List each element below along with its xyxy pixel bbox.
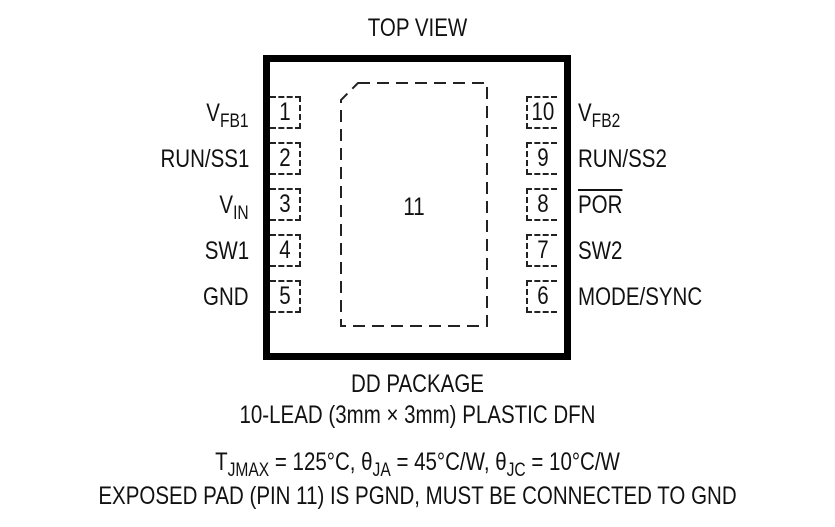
pin-label-gnd: GND [203, 283, 249, 311]
pin-1: 1 [270, 96, 301, 129]
pin-5: 5 [270, 280, 301, 313]
pin-10: 10 [526, 96, 557, 129]
pin-label-run-ss2: RUN/SS2 [578, 145, 667, 173]
exposed-pad-note: EXPOSED PAD (PIN 11) IS PGND, MUST BE CO… [98, 482, 737, 510]
pin-4: 4 [270, 234, 301, 267]
pin-label-vfb1: VFB1 [206, 99, 249, 132]
pin-label-por: POR [578, 191, 623, 219]
package-description: 10-LEAD (3mm × 3mm) PLASTIC DFN [239, 401, 596, 429]
exposed-pad-number: 11 [403, 193, 425, 221]
pin-3: 3 [270, 188, 301, 221]
pin-label-sw1: SW1 [204, 237, 249, 265]
pin-8: 8 [526, 188, 557, 221]
pin-9: 9 [526, 142, 557, 175]
pin-label-vin: VIN [219, 191, 249, 224]
pin-label-sw2: SW2 [578, 237, 623, 265]
pin-label-mode-sync: MODE/SYNC [578, 283, 703, 311]
pin-label-vfb2: VFB2 [578, 99, 621, 132]
thermal-specs: TJMAX = 125°C, θJA = 45°C/W, θJC = 10°C/… [215, 448, 620, 481]
pin-6: 6 [526, 280, 557, 313]
diagram-title: TOP VIEW [367, 14, 468, 42]
pin-7: 7 [526, 234, 557, 267]
pin-2: 2 [270, 142, 301, 175]
pin-label-run-ss1: RUN/SS1 [160, 145, 249, 173]
package-name: DD PACKAGE [351, 370, 484, 398]
package-outline [263, 55, 571, 360]
